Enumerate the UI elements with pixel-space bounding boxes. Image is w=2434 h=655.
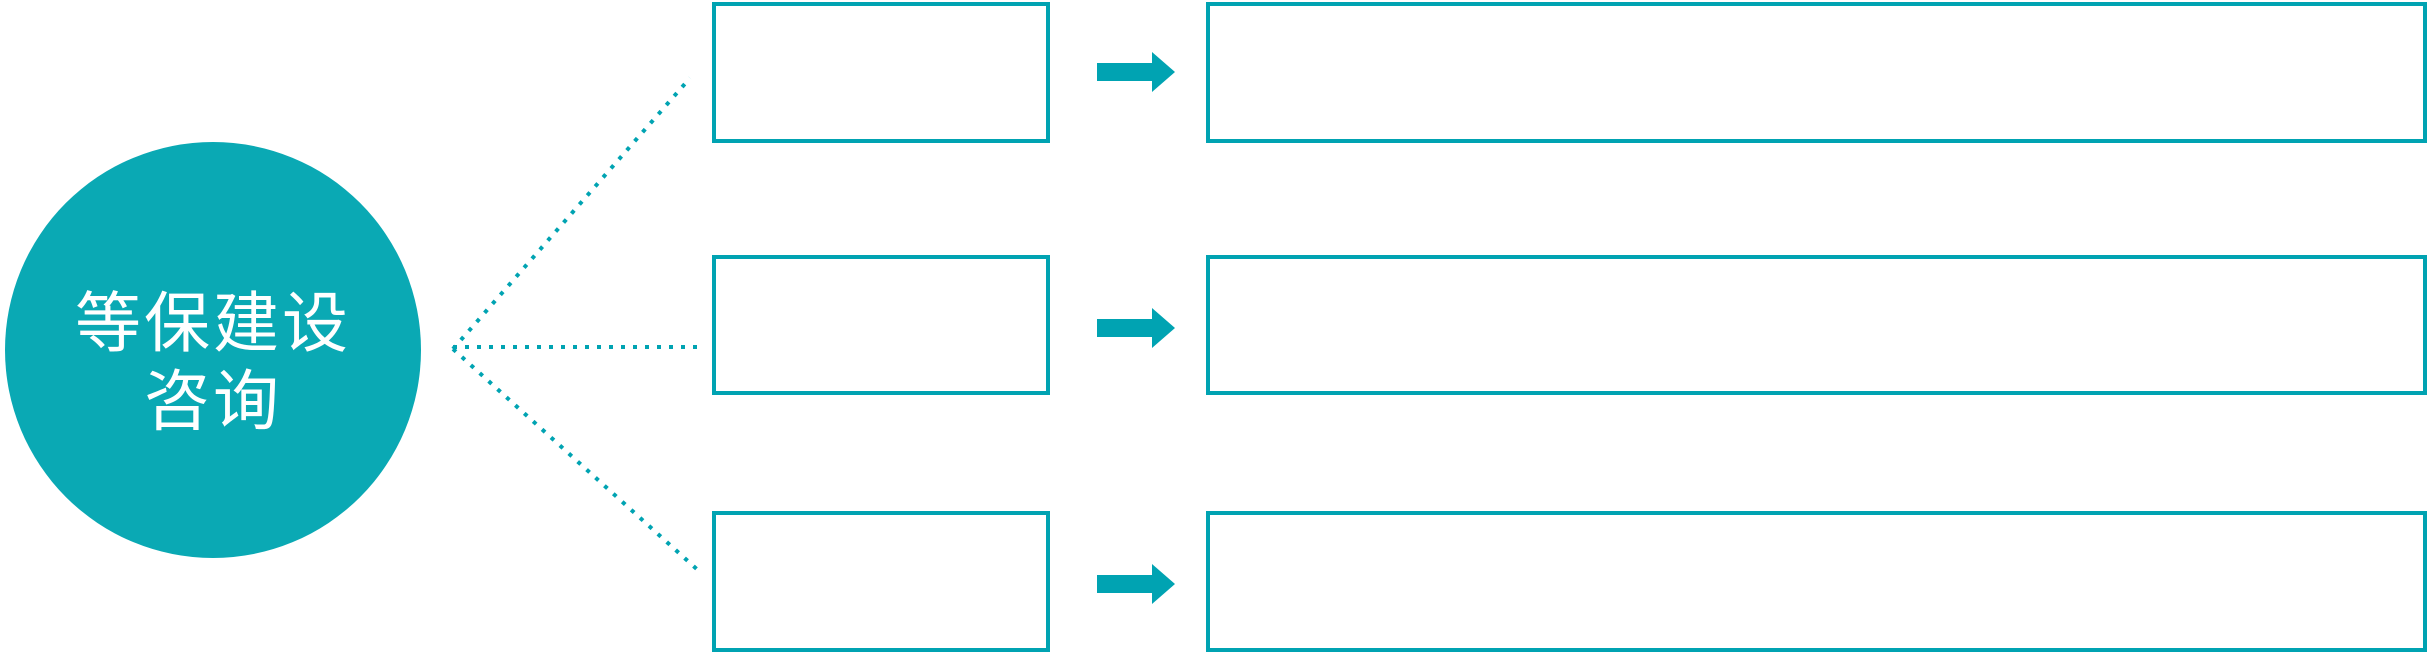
hub-label-line2: 咨询 bbox=[144, 364, 282, 438]
small-box-middle bbox=[712, 255, 1050, 395]
arrow-right-icon bbox=[1097, 308, 1175, 348]
large-box-bottom bbox=[1206, 511, 2427, 652]
small-box-top bbox=[712, 2, 1050, 143]
hub-label-line1: 等保建设 bbox=[75, 286, 351, 360]
large-box-top bbox=[1206, 2, 2427, 143]
dotted-connector-top bbox=[451, 76, 692, 351]
large-box-middle bbox=[1206, 255, 2427, 395]
hub-circle: 等保建设 咨询 bbox=[5, 142, 421, 558]
arrow-right-icon bbox=[1097, 564, 1175, 604]
dotted-connector-bottom bbox=[451, 347, 702, 574]
arrow-right-icon bbox=[1097, 52, 1175, 92]
small-box-bottom bbox=[712, 511, 1050, 652]
